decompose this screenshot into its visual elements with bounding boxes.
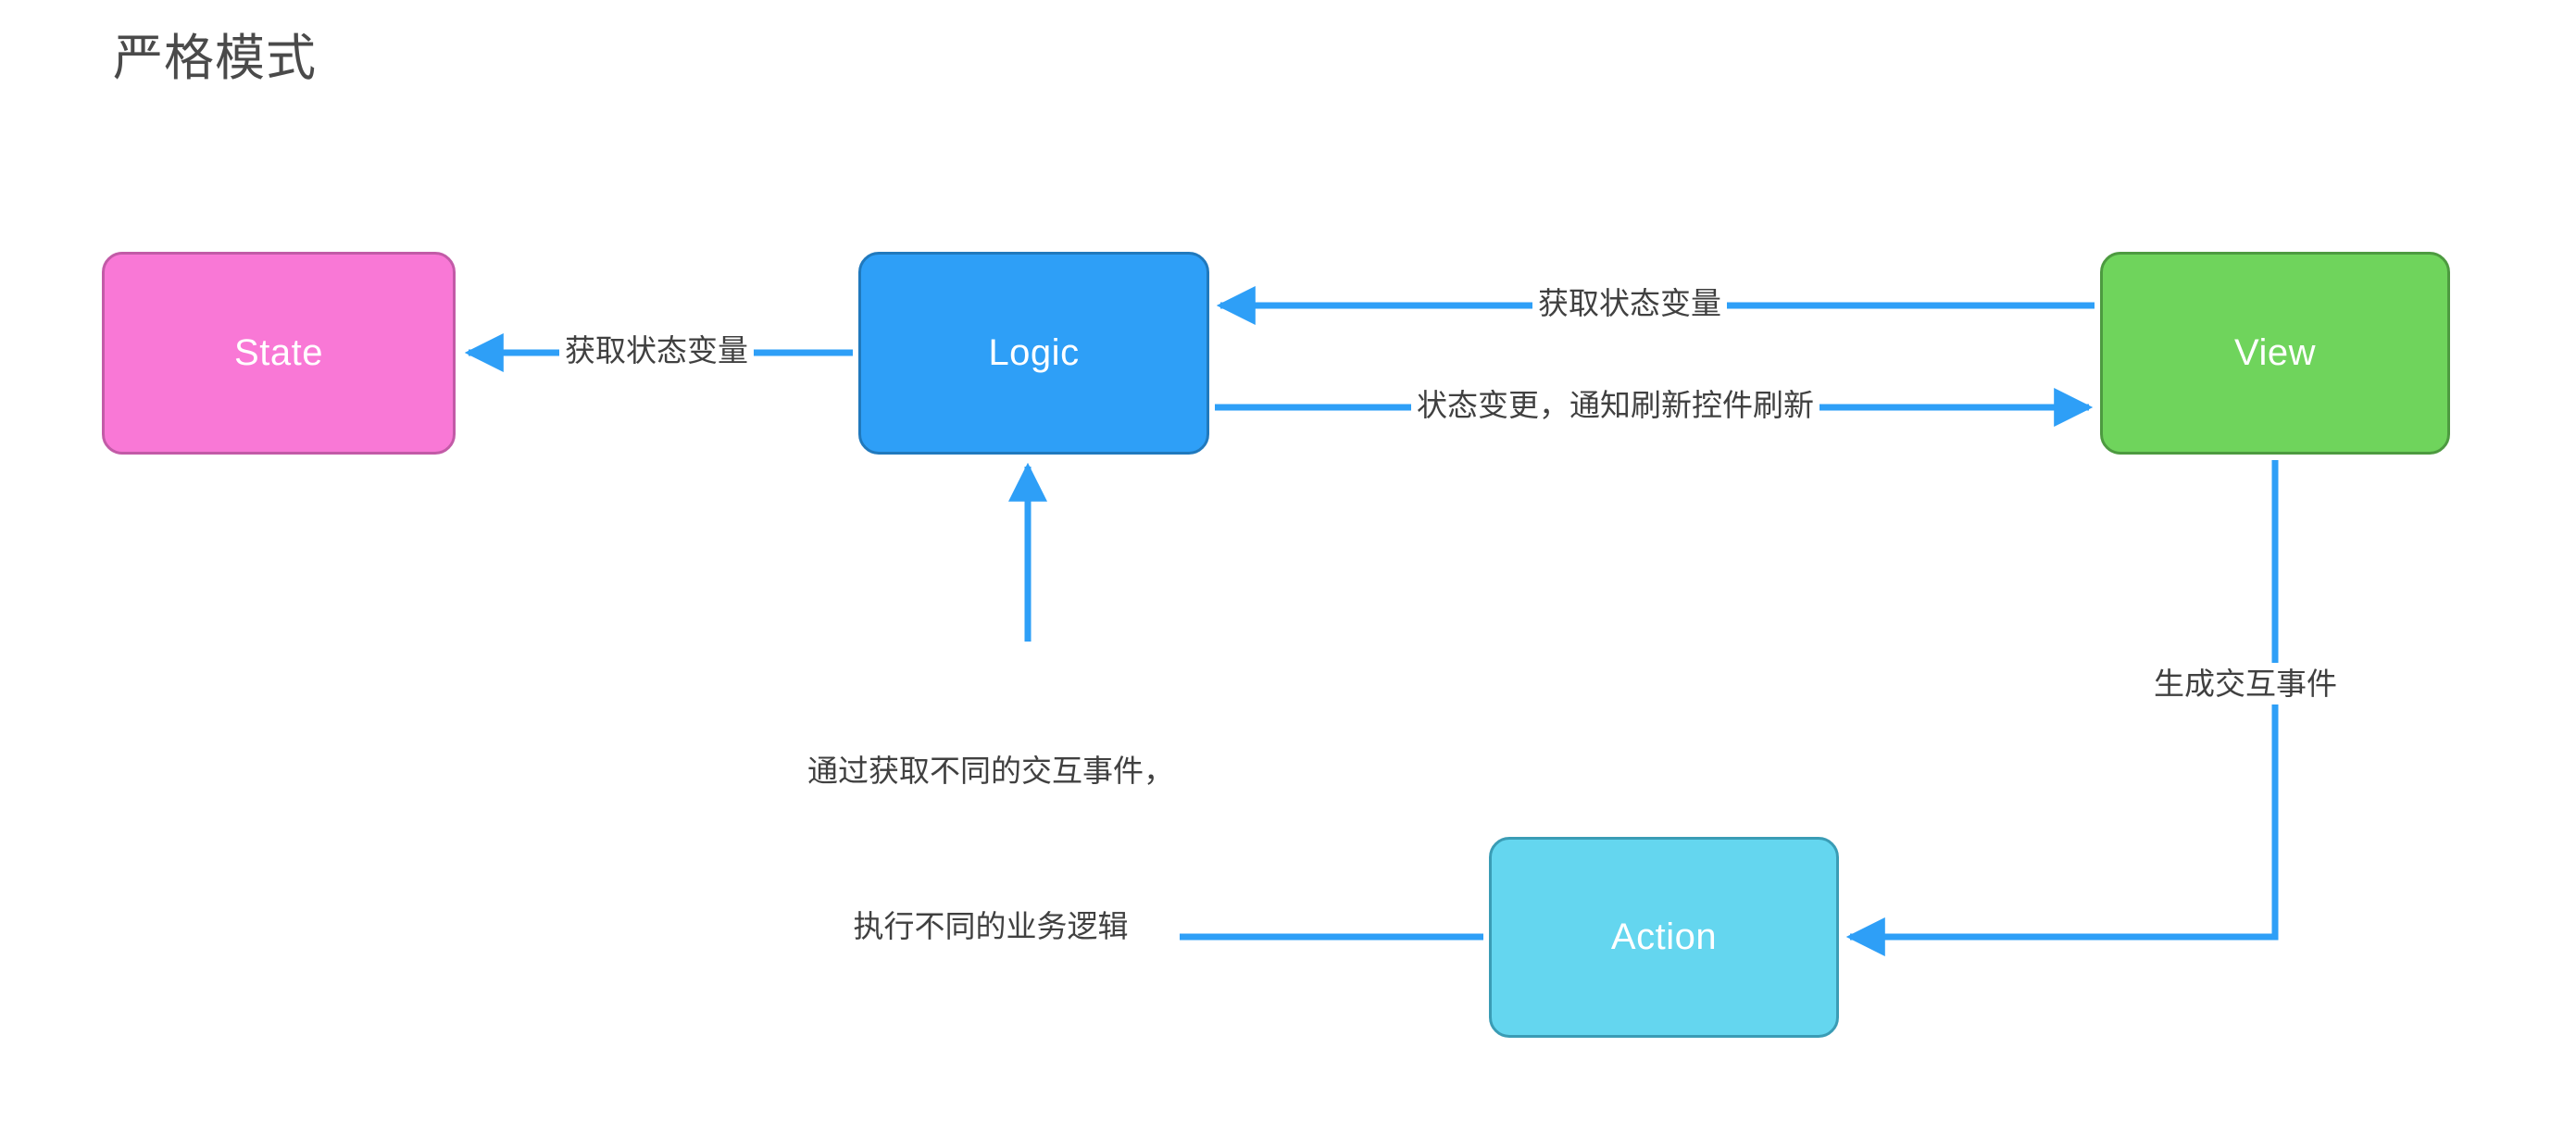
- node-state[interactable]: State: [102, 252, 456, 455]
- page-title: 严格模式: [113, 31, 317, 86]
- edge-label-action-to-logic-line2: 执行不同的业务逻辑: [853, 909, 1129, 943]
- node-logic-label: Logic: [988, 332, 1080, 373]
- edge-label-view-to-action: 生成交互事件: [2148, 663, 2343, 704]
- edge-label-logic-to-view: 状态变更，通知刷新控件刷新: [1411, 384, 1819, 426]
- edge-label-view-to-logic: 获取状态变量: [1532, 282, 1727, 324]
- edge-label-action-to-logic-line1: 通过获取不同的交互事件，: [807, 754, 1174, 788]
- node-action[interactable]: Action: [1489, 837, 1839, 1038]
- edge-label-logic-to-state: 获取状态变量: [559, 330, 754, 371]
- node-view[interactable]: View: [2100, 252, 2450, 455]
- node-logic[interactable]: Logic: [858, 252, 1209, 455]
- node-view-label: View: [2234, 332, 2316, 373]
- edge-label-action-to-logic: 通过获取不同的交互事件， 执行不同的业务逻辑: [802, 642, 1180, 1056]
- node-action-label: Action: [1610, 916, 1718, 957]
- node-state-label: State: [234, 332, 323, 373]
- edge-view-to-action: [1845, 460, 2279, 956]
